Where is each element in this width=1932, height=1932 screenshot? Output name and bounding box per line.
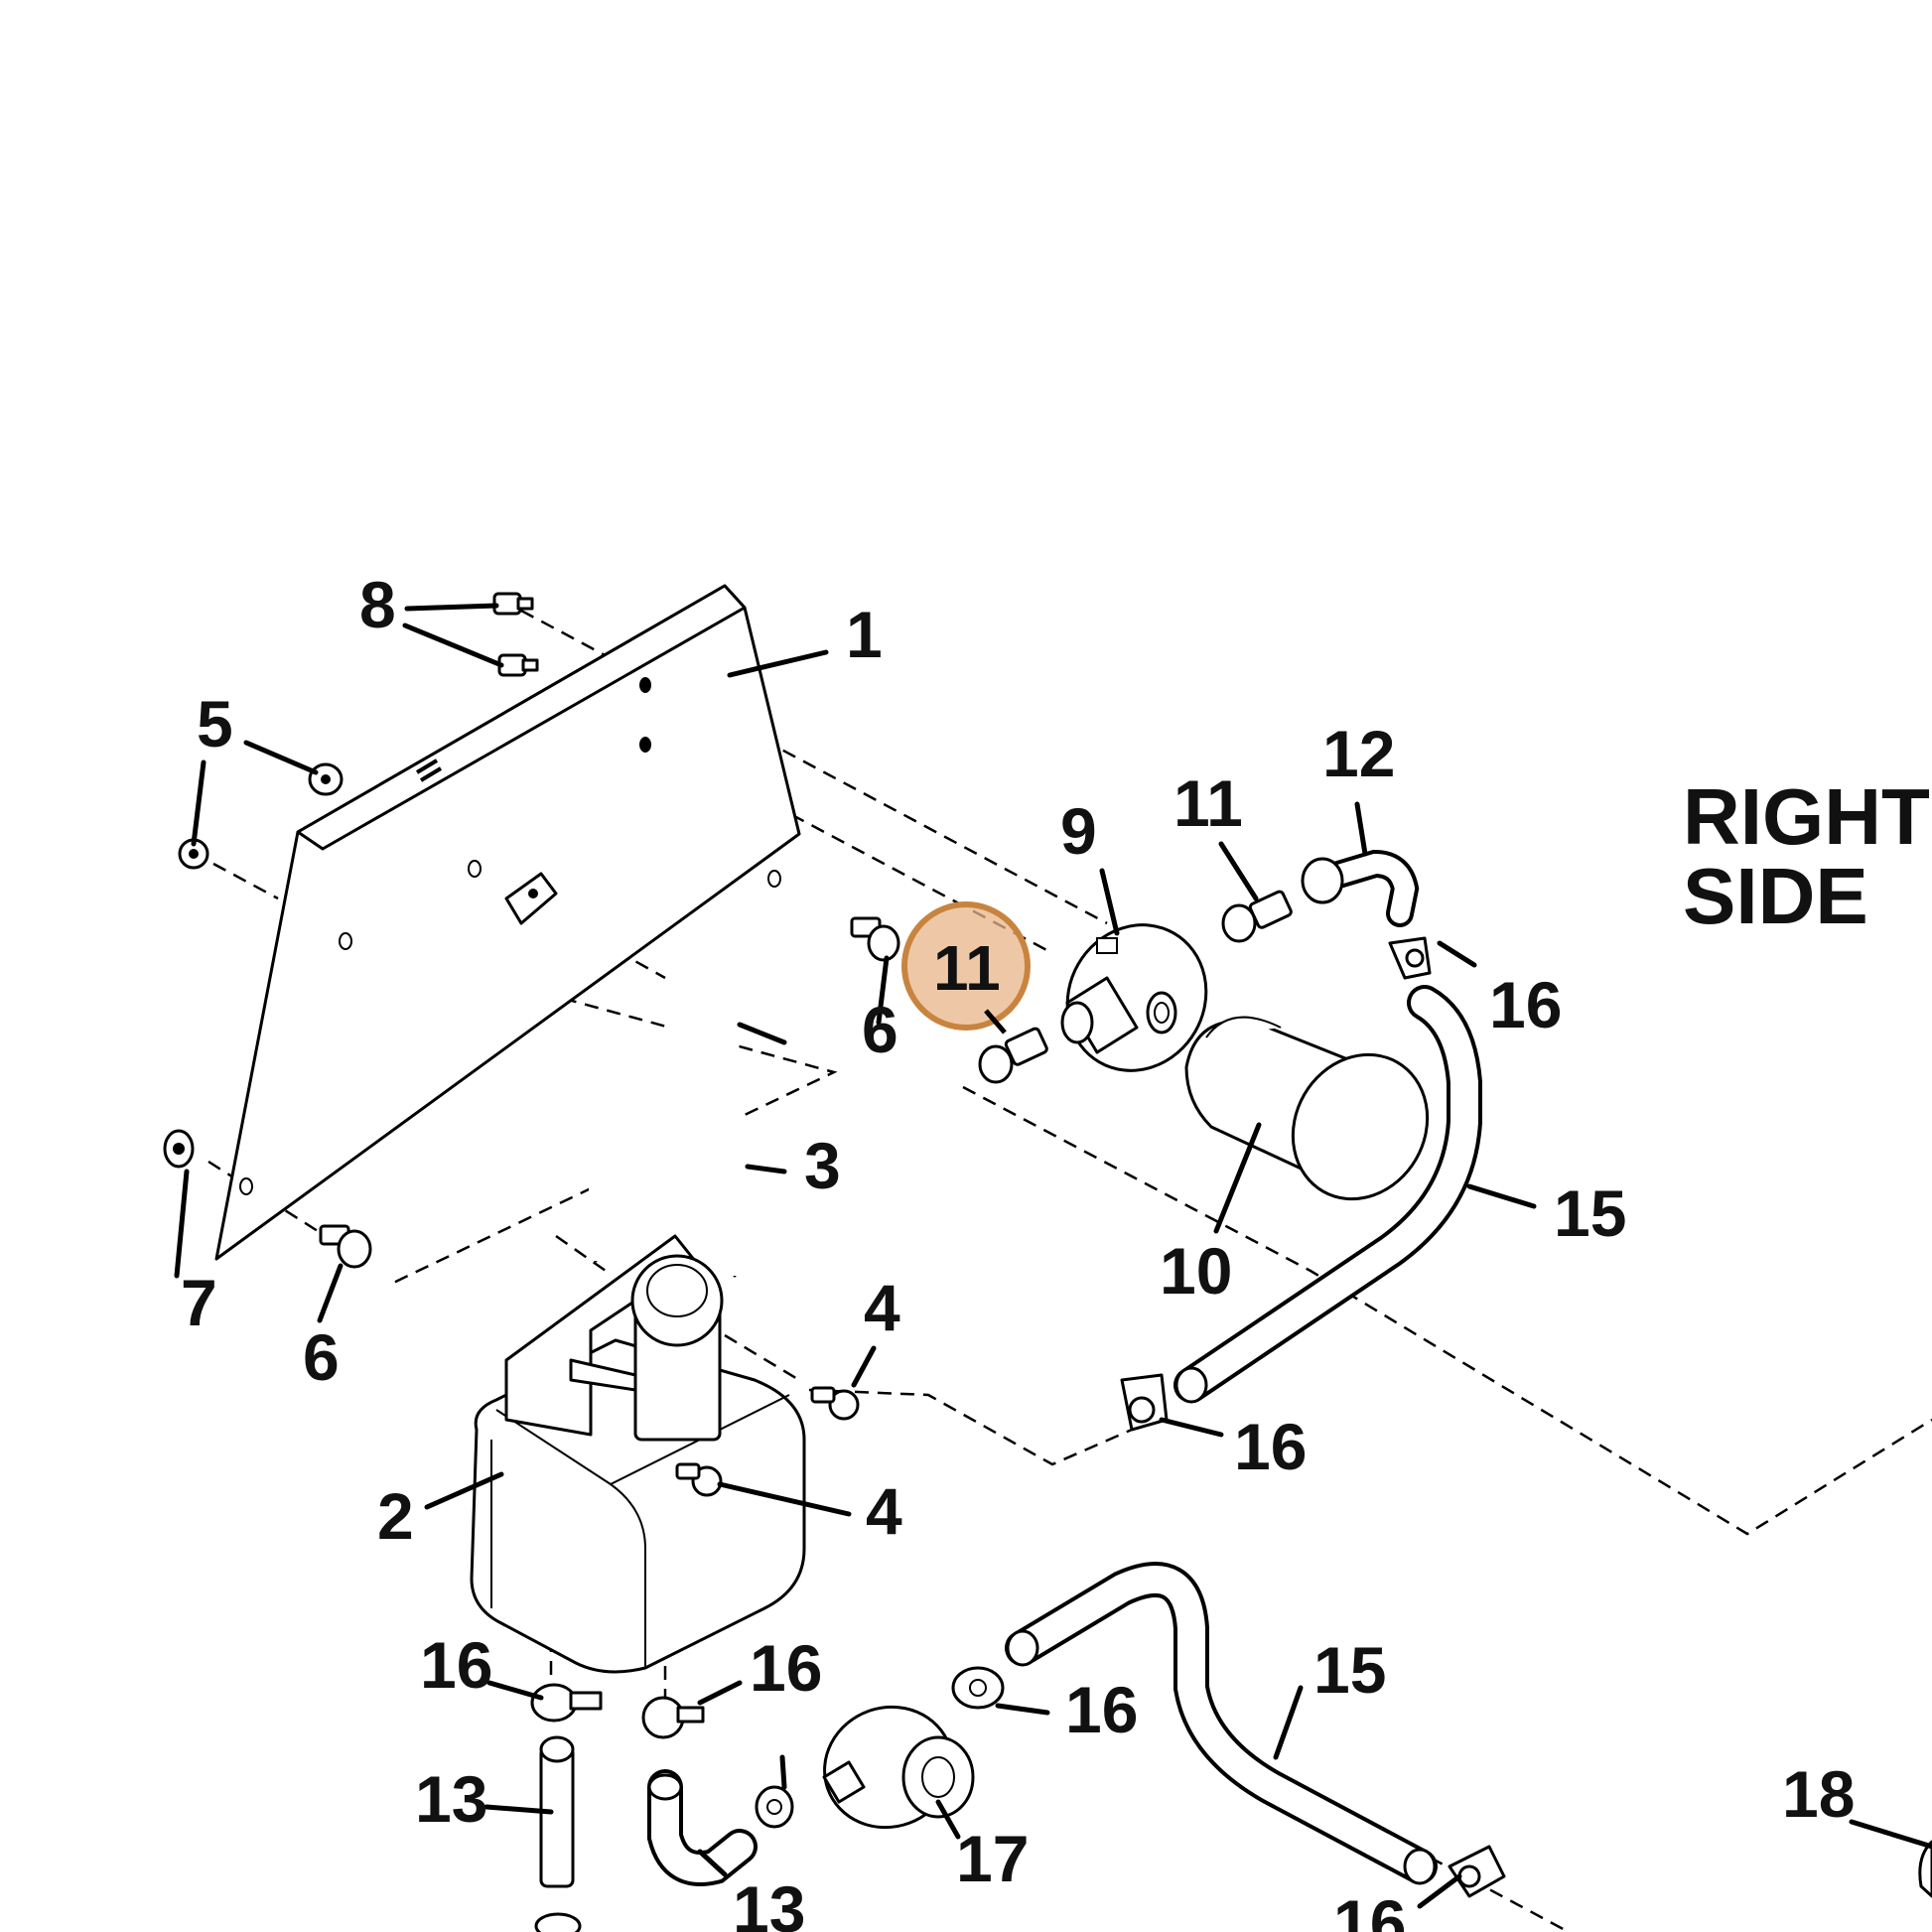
highlight-marker-11[interactable]: 11: [901, 901, 1031, 1035]
side-label-line-2: SIDE: [1683, 852, 1868, 940]
part-4-bolt-upper: [810, 1386, 860, 1421]
callout-16: 16: [1489, 968, 1562, 1041]
part-6-stud-lower: [319, 1224, 372, 1269]
part-16-clamp-e: [641, 1696, 705, 1739]
part-6-stud-upper: [850, 916, 900, 962]
callout-16: 16: [1065, 1673, 1138, 1746]
callout-15: 15: [1313, 1633, 1386, 1707]
part-16-clamp-f: [755, 1785, 794, 1829]
side-label: RIGHT SIDE: [1683, 772, 1930, 940]
hardware: [163, 592, 1506, 1932]
callout-12: 12: [1322, 717, 1395, 790]
callout-16: 16: [1333, 1886, 1406, 1932]
part-5-bolt: [308, 762, 344, 796]
callout-labels: 8 1 5 9 11 12 16 6 3 10 15 7 6 4 16 2 4 …: [181, 568, 1855, 1932]
part-18: [1918, 1840, 1932, 1898]
callout-17: 17: [956, 1822, 1029, 1895]
side-label-line-1: RIGHT: [1683, 772, 1930, 861]
callout-18: 18: [1782, 1757, 1855, 1831]
callout-5: 5: [197, 687, 233, 760]
part-11-fitting-upper: [1221, 890, 1293, 943]
callout-6: 6: [862, 993, 898, 1066]
part-7-nut-upper: [178, 838, 209, 870]
part-16-clamp-a: [1388, 936, 1432, 980]
leader-lines: [174, 603, 1932, 1909]
callout-9: 9: [1060, 794, 1097, 868]
callout-3: 3: [804, 1129, 841, 1202]
callout-4: 4: [864, 1271, 900, 1344]
part-12-elbow: [1301, 849, 1420, 927]
callout-6: 6: [303, 1320, 340, 1394]
callout-15: 15: [1554, 1176, 1626, 1250]
part-2-tank: [470, 1234, 806, 1674]
callout-4: 4: [866, 1474, 902, 1548]
part-16-clamp-g: [1448, 1845, 1506, 1898]
callout-11: 11: [1173, 766, 1243, 840]
part-17-valve: [822, 1705, 975, 1830]
part-7-nut-lower: [163, 1129, 195, 1169]
part-16-clamp-d: [530, 1683, 603, 1723]
part-4-bolt-lower: [675, 1462, 723, 1497]
callout-16: 16: [420, 1628, 492, 1702]
callout-10: 10: [1160, 1234, 1232, 1308]
highlight-label: 11: [933, 932, 1001, 1004]
callout-8: 8: [359, 568, 396, 641]
part-16-clamp-c: [951, 1666, 1005, 1710]
callout-16: 16: [750, 1631, 822, 1705]
callout-7: 7: [181, 1266, 217, 1339]
part-8-bolt-1: [492, 592, 534, 616]
callout-13: 13: [415, 1762, 487, 1836]
part-10-filter-canister: [1184, 1016, 1430, 1201]
part-1-mounting-panel: [214, 584, 801, 1261]
part-11-fitting-lower: [978, 1027, 1048, 1084]
part-9-filter-head: [1060, 923, 1208, 1072]
part-11-fittings: [978, 890, 1293, 1084]
callout-13: 13: [733, 1872, 805, 1932]
part-15-hoses: [1005, 985, 1482, 1885]
callout-1: 1: [846, 598, 883, 671]
part-16-clamp-h: [534, 1912, 582, 1932]
part-8-bolt-2: [497, 653, 539, 677]
part-3-u-tube: [589, 1017, 742, 1278]
callout-2: 2: [377, 1479, 414, 1553]
callout-16: 16: [1234, 1410, 1307, 1483]
